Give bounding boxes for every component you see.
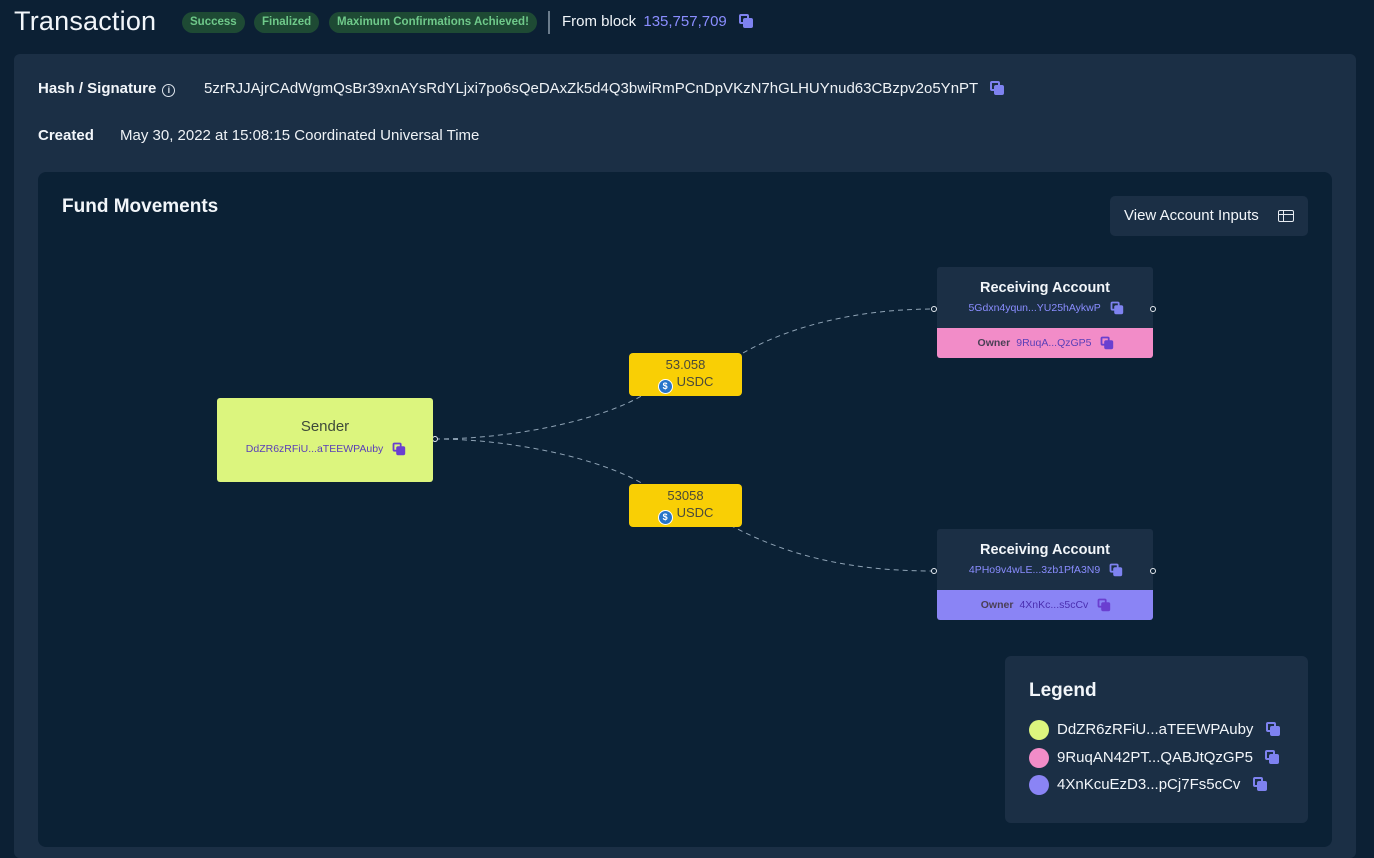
receiving-account-node[interactable]: Receiving Account 4PHo9v4wLE...3zb1PfA3N… [937,529,1153,620]
legend-color-dot [1029,775,1049,795]
copy-icon[interactable] [1097,598,1111,612]
fund-movements-title: Fund Movements [62,196,219,217]
sender-label: Sender [300,418,350,435]
copy-icon[interactable] [1101,336,1114,350]
copy-icon[interactable] [1252,777,1267,791]
receiving-address-text: 5Gdxn4yqun...YU25hAykwP [968,302,1101,314]
legend-color-dot [1029,748,1049,768]
status-badge-success: Success [182,12,245,33]
sender-node[interactable]: Sender DdZR6zRFiU...aTEEWPAuby [217,398,433,482]
legend-item-label: 9RuqAN42PT...QABJtQzGP5 [1057,749,1253,766]
owner-label: Owner [977,337,1011,349]
edge-amount-2-to-receiver-2 [729,524,935,572]
copy-icon[interactable] [1265,722,1280,736]
legend-panel: Legend DdZR6zRFiU...aTEEWPAuby 9RuqAN42P… [1005,656,1308,823]
legend-item-label: DdZR6zRFiU...aTEEWPAuby [1057,721,1254,738]
edge-sender-to-amount-2 [434,438,646,486]
receiving-account-label: Receiving Account [980,280,1110,296]
view-account-inputs-button[interactable]: View Account Inputs [1110,196,1308,236]
hash-label: Hash / Signature i [38,80,176,97]
status-badge-finalized: Finalized [254,12,320,33]
copy-icon[interactable] [990,81,1005,95]
fund-movements-card: Fund Movements View Account Inputs Sende… [38,172,1332,847]
copy-icon[interactable] [738,14,753,28]
block-number-link[interactable]: 135,757,709 [643,13,727,30]
receiver-input-port [931,568,937,574]
owner-address: 9RuqA...QzGP5 [1016,337,1092,349]
table-icon [1278,210,1294,222]
from-block: From block 135,757,709 [562,13,753,30]
owner-row: Owner 4XnKc...s5cCv [937,590,1153,620]
header-divider [548,11,550,34]
transfer-amount: 53058 [667,488,704,503]
hash-label-text: Hash / Signature [38,80,157,97]
sender-output-port [432,436,438,442]
owner-label: Owner [980,599,1014,611]
receiving-address-text: 4PHo9v4wLE...3zb1PfA3N9 [968,564,1101,576]
copy-icon[interactable] [1265,750,1280,764]
page-title: Transaction [14,6,157,36]
receiving-account-address: 4PHo9v4wLE...3zb1PfA3N9 [937,563,1153,577]
hash-value-text: 5zrRJJAjrCAdWgmQsBr39xnAYsRdYLjxi7po6sQe… [204,80,978,97]
receiving-account-node[interactable]: Receiving Account 5Gdxn4yqun...YU25hAykw… [937,267,1153,358]
transfer-amount-node[interactable]: 53058 $USDC [629,484,742,527]
receiving-account-label: Receiving Account [980,542,1110,558]
edge-sender-to-amount-1 [434,393,646,440]
status-badge-confirmations: Maximum Confirmations Achieved! [329,12,537,33]
owner-address: 4XnKc...s5cCv [1019,599,1089,611]
legend-item: 4XnKcuEzD3...pCj7Fs5cCv [1029,775,1267,795]
view-account-inputs-label: View Account Inputs [1124,207,1259,224]
legend-item: DdZR6zRFiU...aTEEWPAuby [1029,720,1280,740]
token-label: USDC [676,505,714,520]
transfer-token: $USDC [629,505,742,525]
legend-item: 9RuqAN42PT...QABJtQzGP5 [1029,748,1280,768]
edge-amount-1-to-receiver-1 [742,308,935,354]
receiving-account-address: 5Gdxn4yqun...YU25hAykwP [937,301,1153,315]
owner-row: Owner 9RuqA...QzGP5 [937,328,1153,358]
created-label: Created [38,127,94,144]
legend-color-dot [1029,720,1049,740]
receiver-output-port [1150,306,1156,312]
sender-address: DdZR6zRFiU...aTEEWPAuby [217,442,433,456]
usdc-icon: $ [657,510,673,525]
receiver-input-port [931,306,937,312]
copy-icon[interactable] [392,442,406,456]
from-block-label: From block [562,13,637,30]
copy-icon[interactable] [1109,563,1123,577]
transfer-amount: 53.058 [665,357,706,372]
usdc-icon: $ [657,379,673,394]
sender-address-text: DdZR6zRFiU...aTEEWPAuby [245,443,384,455]
transfer-token: $USDC [629,374,742,394]
legend-item-label: 4XnKcuEzD3...pCj7Fs5cCv [1057,776,1241,793]
hash-value: 5zrRJJAjrCAdWgmQsBr39xnAYsRdYLjxi7po6sQe… [204,80,1005,97]
copy-icon[interactable] [1110,301,1123,315]
token-label: USDC [676,374,714,389]
info-icon[interactable]: i [162,84,176,97]
legend-title: Legend [1029,680,1097,701]
receiver-output-port [1150,568,1156,574]
created-value: May 30, 2022 at 15:08:15 Coordinated Uni… [120,127,480,144]
transfer-amount-node[interactable]: 53.058 $USDC [629,353,742,396]
